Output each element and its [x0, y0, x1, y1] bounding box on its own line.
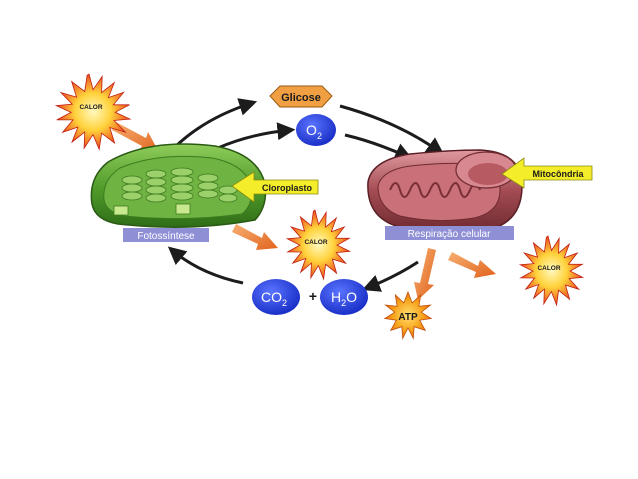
- h2o-molecule: H2O: [320, 279, 368, 315]
- svg-text:O2: O2: [306, 122, 322, 141]
- heat-label-middle: CALOR: [304, 239, 327, 246]
- thylakoid-stacks: [121, 167, 238, 203]
- h2o-o: O: [346, 289, 357, 305]
- o2-base: O: [306, 122, 317, 138]
- arrow-mitochondria-to-atp: [414, 248, 436, 300]
- o2-subscript: 2: [317, 131, 322, 141]
- svg-text:CO2: CO2: [261, 289, 287, 308]
- arrow-chloroplast-to-glucose: [173, 98, 258, 149]
- photosynthesis-caption: Fotossíntese: [123, 228, 209, 242]
- co2-molecule: CO2: [252, 279, 300, 315]
- h2o-subscript: 2: [341, 298, 346, 308]
- plus-sign: +: [309, 288, 317, 304]
- atp-star-shape: [383, 290, 433, 340]
- arrow-mitochondria-to-heat: [448, 252, 496, 278]
- heat-label-top-left: CALOR: [79, 104, 102, 111]
- arrow-glucose-to-mitochondria: [339, 104, 445, 156]
- respiration-caption-text: Respiração celular: [408, 229, 491, 240]
- heat-burst-middle: CALOR: [285, 209, 352, 281]
- glucose: Glicose: [269, 85, 333, 108]
- heat-burst-top-left: CALOR: [54, 73, 132, 151]
- arrow-chloroplast-to-o2: [217, 122, 296, 150]
- cristae: [389, 182, 481, 198]
- atp-burst: ATP: [383, 290, 433, 340]
- mitochondrion: [367, 149, 523, 233]
- mitochondria-pointer: Mitocôndria: [501, 157, 593, 189]
- arrow-co2-to-chloroplast: [167, 246, 244, 285]
- o2-molecule: O2: [296, 114, 336, 146]
- photosynthesis-caption-text: Fotossíntese: [137, 231, 195, 242]
- arrow-heat-to-chloroplast: [112, 122, 160, 154]
- chloroplast-pointer: Cloroplasto: [231, 171, 319, 203]
- heat-burst-right: CALOR: [518, 235, 585, 307]
- arrow-o2-to-mitochondria: [344, 133, 413, 160]
- h2o-h: H: [331, 289, 341, 305]
- svg-text:H2O: H2O: [331, 289, 357, 308]
- respiration-caption: Respiração celular: [385, 226, 514, 240]
- mitochondria-pointer-label: Mitocôndria: [533, 169, 585, 179]
- chloroplast-pointer-label: Cloroplasto: [262, 183, 313, 193]
- chloroplast: [90, 143, 267, 228]
- arrow-chloroplast-to-heat: [232, 224, 278, 250]
- atp-label: ATP: [398, 312, 418, 323]
- arrow-mitochondria-to-water: [361, 260, 419, 292]
- glucose-label: Glicose: [281, 92, 321, 104]
- co2-base: CO: [261, 289, 282, 305]
- co2-subscript: 2: [282, 298, 287, 308]
- heat-label-right: CALOR: [537, 265, 560, 272]
